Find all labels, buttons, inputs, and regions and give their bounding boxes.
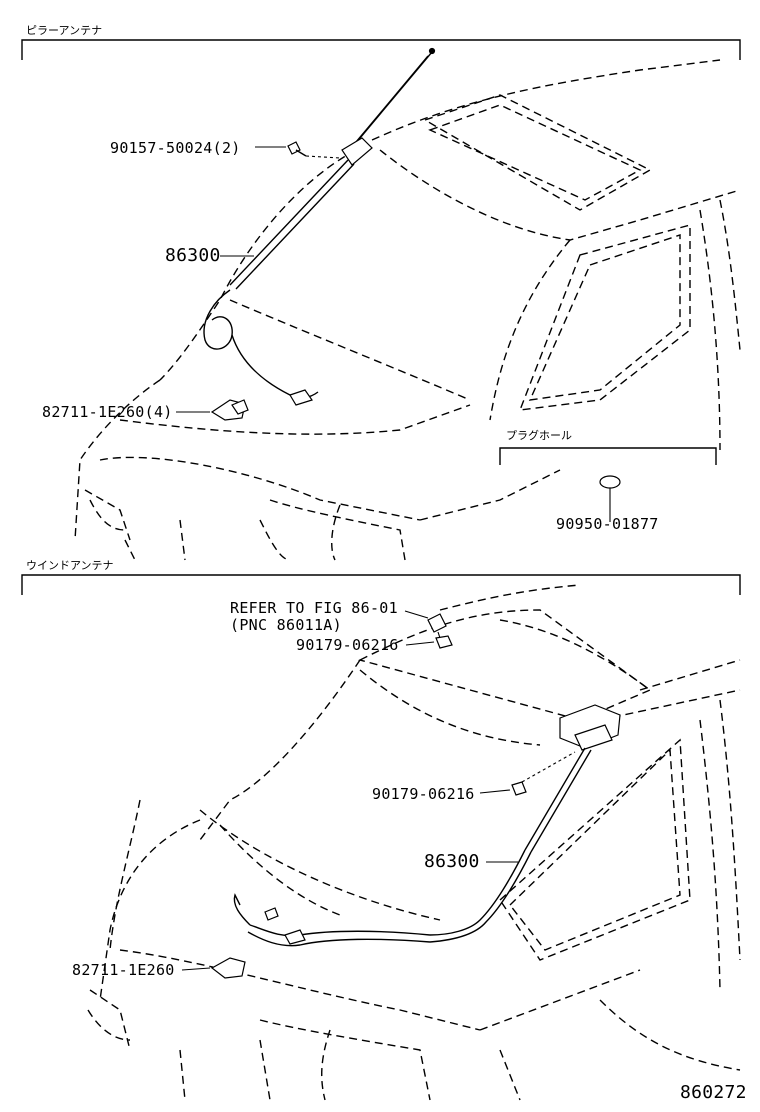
nut-90179-06216-a xyxy=(435,635,453,649)
vehicle-outline-top xyxy=(74,59,741,561)
leader-90179-b xyxy=(479,789,511,794)
leader-82711-bottom xyxy=(181,967,211,971)
part-label-86300-bottom: 86300 xyxy=(424,851,480,872)
clamp-82711-1E260-top xyxy=(210,399,249,421)
part-label-86300-top: 86300 xyxy=(165,245,221,266)
clamp-82711-1E260-bottom xyxy=(210,957,246,979)
part-label-90179-06216-b: 90179-06216 xyxy=(372,785,475,803)
bolt-90157-50024 xyxy=(287,141,341,159)
section-frame-pillar-antenna xyxy=(21,39,741,60)
connector-refer-fig xyxy=(427,613,447,639)
part-label-82711-1E260-top: 82711-1E260(4) xyxy=(42,403,173,421)
note-pnc: (PNC 86011A) xyxy=(230,616,342,634)
figure-number: 860272 xyxy=(680,1082,747,1103)
leader-refer-fig xyxy=(404,610,429,619)
nut-90179-06216-b xyxy=(511,751,576,796)
part-label-82711-1E260-bottom: 82711-1E260 xyxy=(72,961,175,979)
part-label-90157-50024: 90157-50024(2) xyxy=(110,139,241,157)
note-refer-fig: REFER TO FIG 86-01 xyxy=(230,599,398,617)
vehicle-outline-bottom xyxy=(87,584,741,1101)
plug-90950-01877 xyxy=(599,475,621,522)
part-label-90179-06216-a: 90179-06216 xyxy=(296,636,399,654)
leader-90179-a xyxy=(405,641,435,646)
part-label-90950-01877: 90950-01877 xyxy=(556,515,659,533)
window-antenna-cable xyxy=(233,704,621,947)
sub-frame-plug-hole xyxy=(499,447,717,465)
sub-section-title-plug-hole: プラグホール xyxy=(506,429,572,442)
section-title-pillar-antenna: ピラーアンテナ xyxy=(26,24,103,37)
section-frame-window-antenna xyxy=(21,574,741,595)
pillar-antenna xyxy=(203,47,436,406)
section-title-window-antenna: ウインドアンテナ xyxy=(26,559,114,572)
